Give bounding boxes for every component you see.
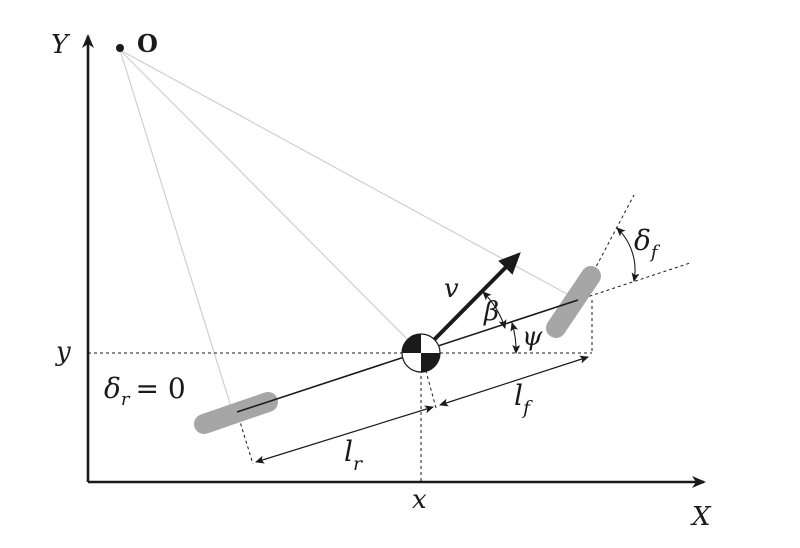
psi-angle-arc [510,322,521,354]
front-steer-label: δf [634,224,661,263]
ray-to-cog [119,49,419,351]
lr-label: lr [344,435,364,475]
rear-steer-label: δr= 0 [104,372,186,410]
velocity-label: v [444,274,459,304]
ray-to-rear-wheel [119,49,233,411]
origin-point [116,44,124,52]
x-axis-label: X [690,502,712,532]
center-of-gravity-symbol [401,333,441,373]
y-position-label: y [55,337,71,367]
heading-extension [577,262,691,301]
beta-angle-arc [482,291,507,329]
lf-dimension-arrow [439,355,589,407]
beta-label: β [483,297,499,327]
velocity-vector [419,252,521,355]
origin-label: O [137,29,158,58]
lf-label: lf [514,379,533,419]
psi-label: ψ [522,322,543,352]
delta-f-angle-arc [616,227,640,282]
lr-dimension-arrow [255,405,434,464]
ics-rays [119,49,579,411]
x-position-label: x [412,485,427,515]
y-axis-label: Y [51,30,71,60]
